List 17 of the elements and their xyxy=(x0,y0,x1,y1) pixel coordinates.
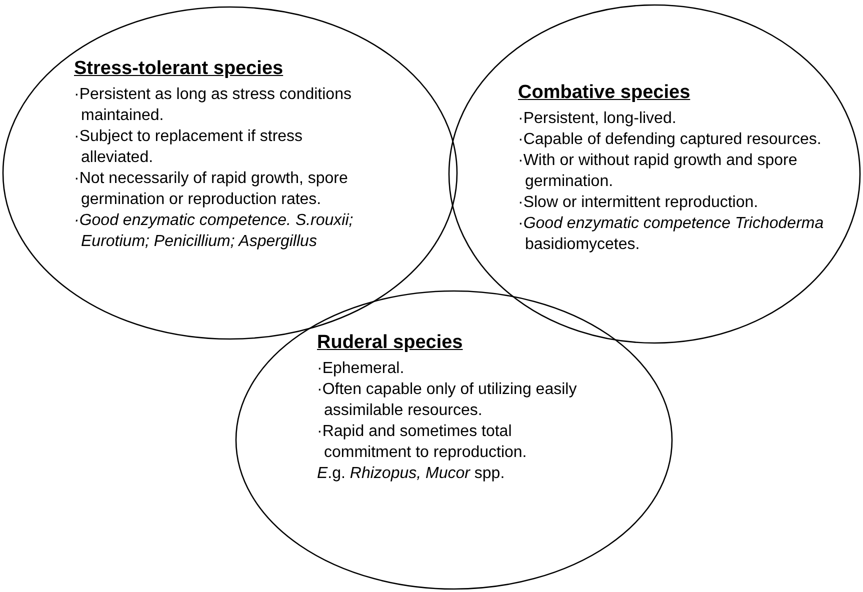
bullet-item: ·Slow or intermittent reproduction. xyxy=(518,193,760,213)
bullet-item: ·Rapid and sometimes total commitment to reproduction. xyxy=(317,422,528,463)
heading: Stress-tolerant species xyxy=(74,58,284,80)
bullet-item: ·Persistent, long-lived. xyxy=(518,109,678,129)
bullet-item: ·Capable of defending captured resources. xyxy=(518,130,822,150)
bullet-item: ·Ephemeral. xyxy=(317,359,406,379)
bullet-item: ·Often capable only of utilizing easily assimilable resources. xyxy=(317,380,578,421)
bullet-item: ·Good enzymatic competence Trichoderma basidiomycetes. xyxy=(518,214,825,255)
bullet-item: ·Persistent as long as stress conditions maintained. xyxy=(74,85,352,126)
bullet-item: ·Good enzymatic competence. S.rouxii; Eurotium; Penicillium; Aspergillus xyxy=(74,211,354,252)
bullet-item: ·With or without rapid growth and spore germination. xyxy=(518,151,798,192)
heading: Ruderal species xyxy=(317,332,463,354)
bullet-item: ·Subject to replacement if stress alleviated. xyxy=(74,127,304,168)
bullet-item: E.g. Rhizopus, Mucor spp. xyxy=(317,464,506,484)
bullet-item: ·Not necessarily of rapid growth, spore germination or reproduction rates. xyxy=(74,169,349,210)
species-ellipse xyxy=(235,290,673,590)
heading: Combative species xyxy=(518,82,690,104)
